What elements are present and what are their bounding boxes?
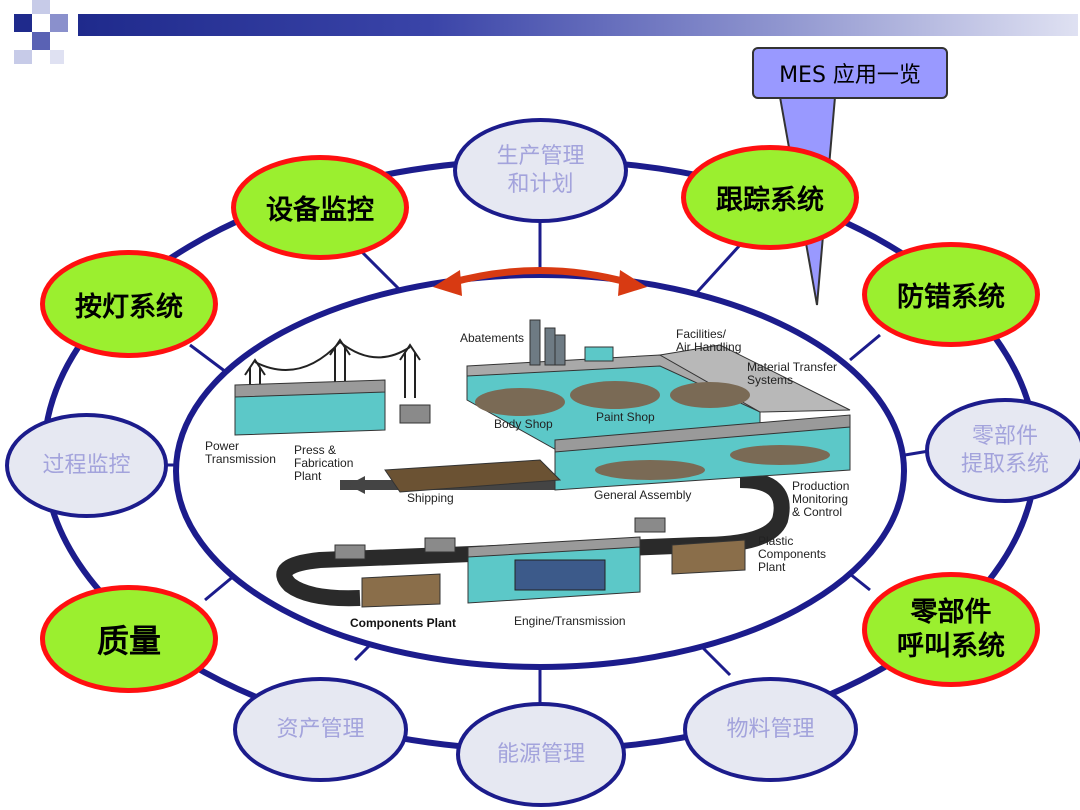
label-paint-shop: Paint Shop <box>596 410 655 424</box>
label-engine-transmission: Engine/Transmission <box>514 614 626 628</box>
label-power-transmission: Power Transmission <box>205 439 276 466</box>
header-square <box>50 50 64 64</box>
header-bar <box>78 14 1078 36</box>
node-parts-call[interactable]: 零部件 呼叫系统 <box>862 572 1040 687</box>
header-square <box>50 14 68 32</box>
node-process-monitoring[interactable]: 过程监控 <box>5 413 168 518</box>
label-material-transfer: Material Transfer Systems <box>747 360 838 387</box>
header-square <box>14 50 32 64</box>
callout-text: MES 应用一览 <box>779 63 921 88</box>
header-square <box>32 32 50 50</box>
label-body-shop: Body Shop <box>494 417 553 431</box>
label-shipping: Shipping <box>407 491 454 505</box>
label-general-assembly: General Assembly <box>594 488 692 502</box>
header-square <box>32 0 50 14</box>
node-asset-management[interactable]: 资产管理 <box>233 677 408 782</box>
label-press-fabrication: Press & Fabrication Plant <box>294 443 354 483</box>
factory-illustration <box>234 319 851 608</box>
label-production-monitoring: Production Monitoring & Control <box>792 479 850 519</box>
node-andon[interactable]: 按灯系统 <box>40 250 218 358</box>
node-tracking[interactable]: 跟踪系统 <box>681 145 859 250</box>
node-energy-management[interactable]: 能源管理 <box>456 702 626 807</box>
label-components-plant: Components Plant <box>350 616 457 630</box>
node-material-management[interactable]: 物料管理 <box>683 677 858 782</box>
node-quality[interactable]: 质量 <box>40 585 218 693</box>
label-abatements: Abatements <box>460 331 525 345</box>
node-parts-pickup[interactable]: 零部件 提取系统 <box>925 398 1080 503</box>
node-production-planning[interactable]: 生产管理 和计划 <box>453 118 628 223</box>
label-plastic-components: Plastic Components Plant <box>758 534 827 574</box>
callout-mes-overview: MES 应用一览 <box>752 47 948 99</box>
label-facilities: Facilities/ Air Handling <box>676 327 742 354</box>
node-equipment-monitoring[interactable]: 设备监控 <box>231 155 409 260</box>
double-arrow <box>449 267 631 287</box>
node-error-proofing[interactable]: 防错系统 <box>862 242 1040 347</box>
header-square <box>14 14 32 32</box>
